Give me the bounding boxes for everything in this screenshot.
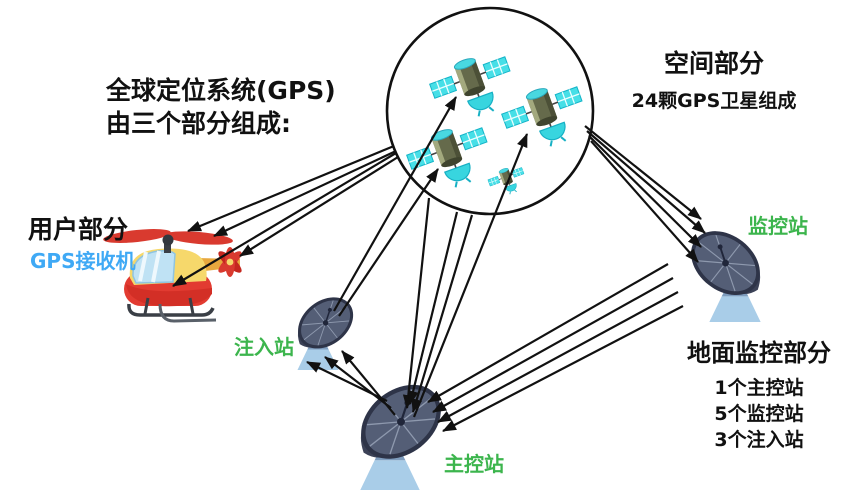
injection-station-label: 注入站 <box>234 335 294 359</box>
space-segment-label: 空间部分 <box>663 49 764 78</box>
space-segment-block: 空间部分 24颗GPS卫星组成 <box>626 44 802 113</box>
ground-item-monitor: 5个监控站 <box>714 403 804 425</box>
monitor-station-label: 监控站 <box>748 214 808 238</box>
ground-item-injection: 3个注入站 <box>714 429 804 451</box>
arrows-space-to-monitor <box>584 125 706 263</box>
ground-segment-block: 地面监控部分 1个主控站 5个监控站 3个注入站 <box>678 333 840 453</box>
arrows-space-master <box>402 133 529 418</box>
master-station-label: 主控站 <box>444 452 504 476</box>
gps-receiver-label: GPS接收机 <box>30 249 136 273</box>
user-segment-label: 用户部分 <box>28 215 129 244</box>
arrows-monitor-to-master <box>427 263 684 432</box>
helicopter <box>103 229 242 323</box>
space-segment-circle <box>385 6 595 216</box>
space-segment-desc: 24颗GPS卫星组成 <box>631 90 797 112</box>
main-title: 全球定位系统(GPS) 由三个部分组成: <box>106 74 336 140</box>
arrows-master-to-injection <box>306 350 396 416</box>
ground-segment-label: 地面监控部分 <box>687 339 831 367</box>
main-title-line1: 全球定位系统(GPS) <box>106 76 336 105</box>
ground-item-master: 1个主控站 <box>714 377 804 399</box>
ground-segment-items: 1个主控站 5个监控站 3个注入站 <box>678 375 840 453</box>
arrows-injection-to-space <box>333 96 457 317</box>
arrows-space-to-user <box>172 144 399 287</box>
main-title-line2: 由三个部分组成: <box>106 109 291 138</box>
